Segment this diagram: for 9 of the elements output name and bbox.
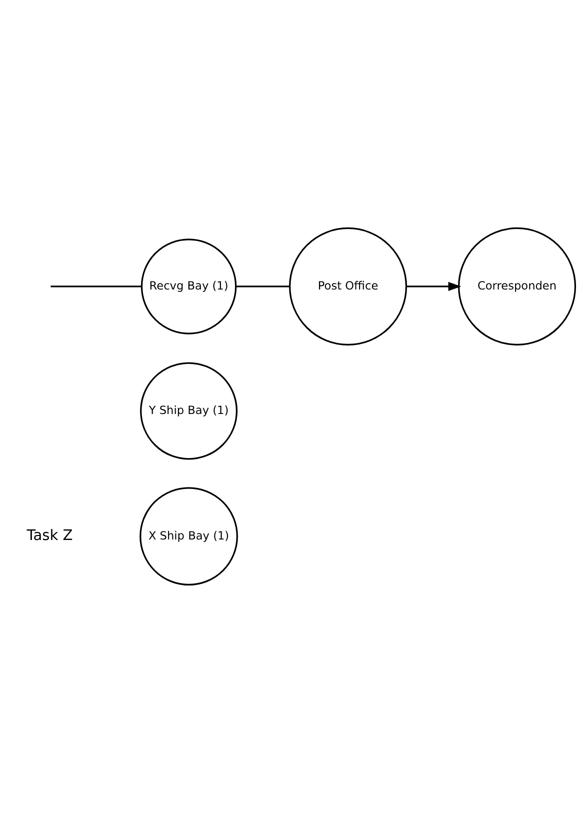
label: Task Z [26,526,73,544]
node-circle: Corresponden [458,227,576,346]
node-circle: Post Office [289,227,408,346]
node-circle: X Ship Bay (1) [140,487,238,586]
connector [50,286,142,288]
node-circle: Y Ship Bay (1) [140,362,238,460]
node-circle: Recvg Bay (1) [140,238,237,334]
arrow [406,282,462,291]
connector [236,286,290,288]
